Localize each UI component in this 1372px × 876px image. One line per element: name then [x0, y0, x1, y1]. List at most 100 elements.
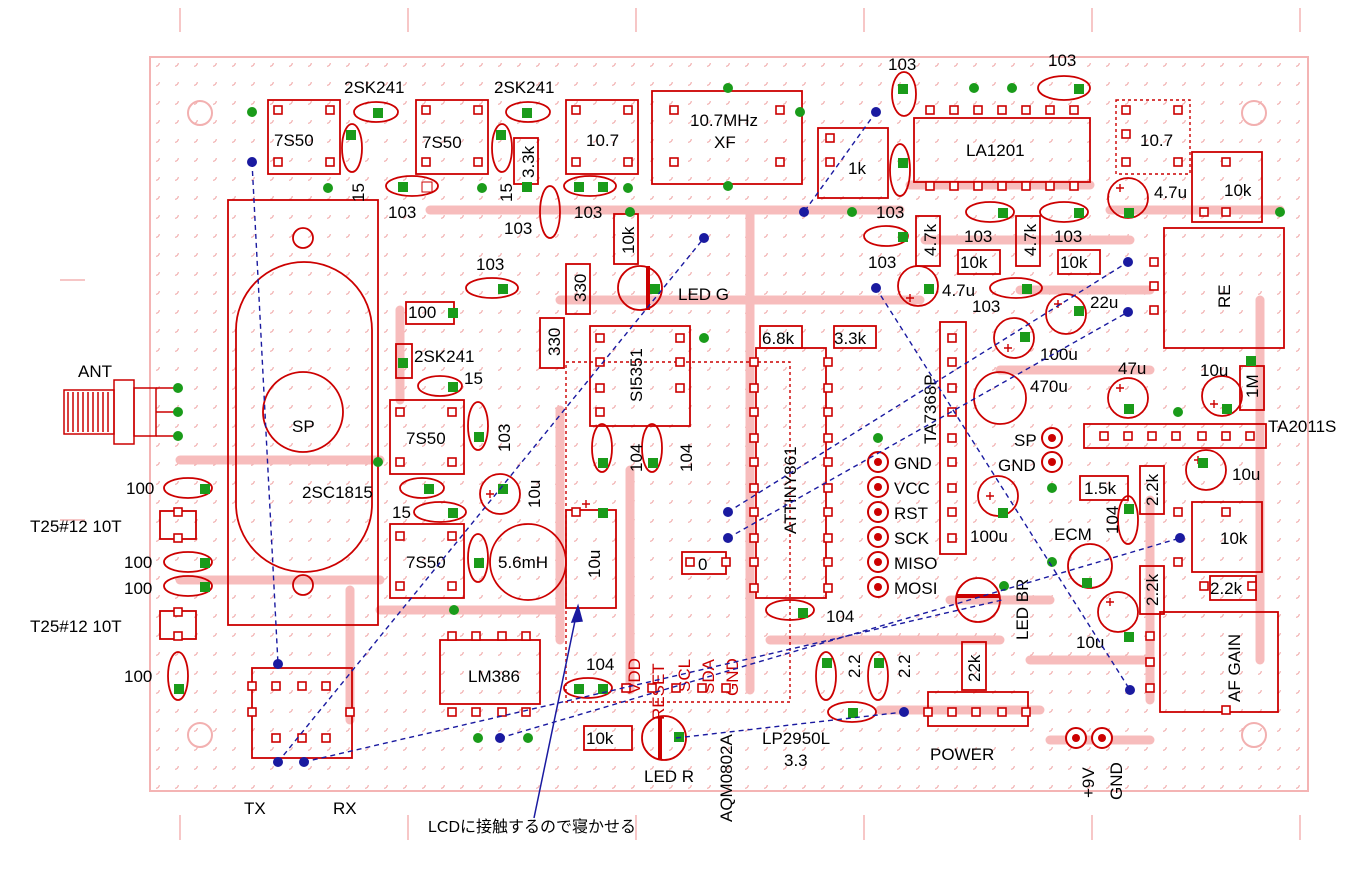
- note-arrow: [533, 603, 583, 819]
- resistor-0-label: 0: [698, 555, 707, 574]
- note-label: LCDに接触するので寝かせる: [428, 817, 636, 836]
- lp2950l-label: LP2950L: [762, 729, 830, 748]
- c2-2-2: 2.2: [895, 654, 914, 678]
- r-10k-led-r-label: 10k: [586, 729, 614, 748]
- gnd-jack-label: GND: [998, 456, 1036, 475]
- speaker-label: SP: [292, 417, 315, 436]
- c22u: 22u: [1090, 293, 1118, 312]
- module-si5351-label: SI5351: [627, 348, 646, 402]
- edge-ticks: [60, 8, 1301, 840]
- fet-c-label: 2SK241: [414, 347, 475, 366]
- ic-ta7368p: [939, 321, 967, 555]
- inductor-5-6mh-label: 5.6mH: [498, 553, 548, 572]
- ant-connector: [63, 379, 178, 445]
- vr-10k-b: [1191, 501, 1263, 573]
- r-22k-label: 22k: [965, 654, 984, 682]
- c103-12: 103: [495, 424, 514, 452]
- coil-7s50-b-label: 7S50: [422, 133, 462, 152]
- rotary-encoder: [1163, 227, 1285, 349]
- cap-10u-film-label: 10u: [585, 550, 604, 578]
- cap-10u-film: [565, 509, 617, 609]
- c100-1: 100: [126, 479, 154, 498]
- ic-lm386-label: LM386: [468, 667, 520, 686]
- green-via-dots: [173, 83, 1285, 743]
- ift-10-7: [565, 99, 639, 175]
- ift-10-7-label: 10.7: [586, 131, 619, 150]
- c103-8: 103: [964, 227, 992, 246]
- c100u-2: 100u: [970, 527, 1008, 546]
- isp-pin-gnd: GND: [894, 454, 932, 473]
- vr-af-gain: [1159, 611, 1279, 713]
- ant-label: ANT: [78, 362, 112, 381]
- led-bicolor-label: LED BR: [1013, 579, 1032, 640]
- ceramic-capacitors: [163, 71, 1139, 723]
- c47u: 47u: [1118, 359, 1146, 378]
- coil-7s50-a: [267, 99, 341, 175]
- rx-label: RX: [333, 799, 357, 818]
- r-330-a-label: 330: [571, 274, 590, 302]
- crystal-filter-freq: 10.7MHz: [690, 111, 758, 130]
- coil-7s50-a-label: 7S50: [274, 131, 314, 150]
- ift-10-7b-label: 10.7: [1140, 131, 1173, 150]
- r-100-label: 100: [408, 303, 436, 322]
- fet-b-label: 2SK241: [494, 78, 555, 97]
- c104-5: 104: [1103, 506, 1122, 534]
- vr-10k-a: [1191, 151, 1263, 223]
- aqm0802a-label: AQM0802A: [717, 733, 736, 822]
- r-1k5-label: 1.5k: [1084, 479, 1117, 498]
- ic-ta2011s: [1083, 423, 1267, 449]
- c104-1: 104: [627, 444, 646, 472]
- c100u-1: 100u: [1040, 345, 1078, 364]
- led-green-label: LED G: [678, 285, 729, 304]
- ic-ta7368p-label: TA7368P: [921, 374, 940, 444]
- tr-2sc1815-label: 2SC1815: [302, 483, 373, 502]
- power-header-label: POWER: [930, 745, 994, 764]
- r-2k2-c-label: 2.2k: [1210, 579, 1243, 598]
- r-4k7-a-label: 4.7k: [921, 223, 940, 256]
- ic-attiny861-label: ATTINY861: [781, 446, 800, 534]
- c10u-2: 10u: [1232, 465, 1260, 484]
- green-pads: [174, 84, 1256, 742]
- r-10k-b-label: 10k: [1060, 253, 1088, 272]
- isp-pin-rst: RST: [894, 504, 928, 523]
- gnd-power-label: GND: [1107, 762, 1126, 800]
- c104-2: 104: [677, 444, 696, 472]
- rotary-encoder-label: RE: [1215, 284, 1234, 308]
- r-10k-led-label: 10k: [619, 226, 638, 254]
- c10u-4: 10u: [1076, 633, 1104, 652]
- c103-11: 103: [972, 297, 1000, 316]
- c103-10: 103: [868, 253, 896, 272]
- tx-label: TX: [244, 799, 266, 818]
- c2-2-1: 2.2: [845, 654, 864, 678]
- c104-4: 104: [586, 655, 614, 674]
- c10u-1: 10u: [1200, 361, 1228, 380]
- c103-9: 103: [1054, 227, 1082, 246]
- crystal-filter-label: XF: [714, 133, 736, 152]
- c100-2: 100: [124, 553, 152, 572]
- c103-4: 103: [476, 255, 504, 274]
- mount-hole-bl: [187, 722, 213, 748]
- r-1m-label: 1M: [1243, 374, 1262, 398]
- c100-3: 100: [124, 579, 152, 598]
- ic-ta2011s-label: TA2011S: [1268, 417, 1336, 436]
- toroid-2-label: T25#12 10T: [30, 617, 122, 636]
- r-2k2-a-label: 2.2k: [1143, 473, 1162, 506]
- c104-3: 104: [826, 607, 854, 626]
- r-4k7-b-label: 4.7k: [1021, 223, 1040, 256]
- led-red: [641, 715, 687, 761]
- c15-1: 15: [349, 183, 368, 202]
- vr-10k-a-label: 10k: [1224, 181, 1252, 200]
- vr-af-gain-label: AF GAIN: [1225, 634, 1244, 702]
- toroid-1-label: T25#12 10T: [30, 517, 122, 536]
- c4u7-1: 4.7u: [1154, 183, 1187, 202]
- c15-4: 15: [392, 503, 411, 522]
- r-3k3-b-label: 3.3k: [834, 329, 867, 348]
- c4u7-2: 4.7u: [942, 281, 975, 300]
- c470u: 470u: [1030, 377, 1068, 396]
- speaker: [227, 199, 379, 626]
- r-10k-a-label: 10k: [960, 253, 988, 272]
- jumper-wires: [251, 111, 1181, 763]
- coil-7s50-c: [389, 399, 465, 475]
- c103-7: 103: [876, 203, 904, 222]
